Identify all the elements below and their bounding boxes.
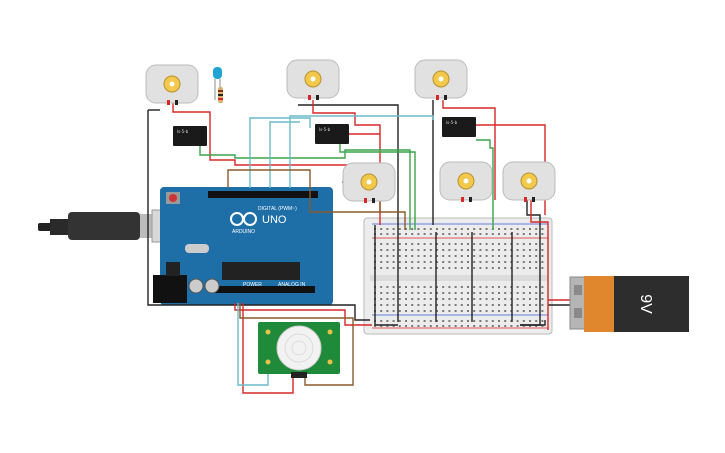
dc-motor-3[interactable]: [414, 59, 468, 100]
analog-header-label: ANALOG IN: [278, 282, 306, 288]
pir-dome: [276, 325, 322, 371]
arduino-board[interactable]: UNO ARDUINO DIGITAL (PWM~) POWER ANALOG …: [153, 187, 333, 305]
digital-header-label: DIGITAL (PWM~): [258, 206, 297, 212]
power-header-label: POWER: [243, 282, 262, 288]
board-brand-label: ARDUINO: [232, 229, 255, 235]
relay-1-label: ls-5-b: [177, 129, 189, 134]
dc-motor-6[interactable]: [502, 161, 556, 202]
relay-2[interactable]: ls-5-b: [315, 124, 349, 144]
battery-9v[interactable]: 9V: [569, 276, 689, 332]
dc-motor-5[interactable]: [439, 161, 493, 202]
resistor[interactable]: [218, 87, 223, 103]
led[interactable]: [213, 67, 222, 100]
dc-motor-4[interactable]: [342, 162, 396, 203]
battery-label: 9V: [637, 294, 654, 314]
relay-3-label: ls-5-b: [446, 120, 458, 125]
relay-1[interactable]: ls-5-b: [173, 126, 207, 146]
breadboard-holes: [374, 228, 544, 327]
arduino-logo: [230, 212, 257, 226]
pir-sensor[interactable]: [258, 322, 340, 378]
dc-motor-1[interactable]: [145, 64, 199, 105]
board-model-label: UNO: [262, 214, 287, 226]
relay-3[interactable]: ls-5-b: [442, 117, 476, 137]
relay-2-label: ls-5-b: [319, 127, 331, 132]
breadboard[interactable]: [363, 217, 553, 335]
dc-motor-2[interactable]: [286, 59, 340, 100]
